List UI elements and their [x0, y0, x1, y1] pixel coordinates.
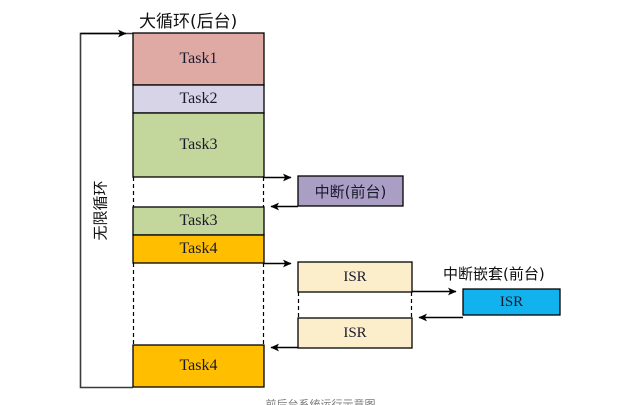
isr-blocks [297, 261, 413, 349]
infinite-loop-bracket [79, 29, 133, 389]
infinite-loop-label: 无限循环 [91, 180, 110, 241]
nested-isr-block [462, 288, 561, 316]
page-title-nested-interrupt: 中断嵌套(前台) [443, 265, 545, 283]
background-task-blocks [132, 32, 265, 388]
interrupt-foreground-block [297, 175, 404, 207]
background-dashed-guides [132, 177, 265, 345]
page-title-background-loop: 大循环(后台) [139, 12, 238, 32]
figure-caption: 前后台系统运行示意图 [0, 399, 641, 405]
